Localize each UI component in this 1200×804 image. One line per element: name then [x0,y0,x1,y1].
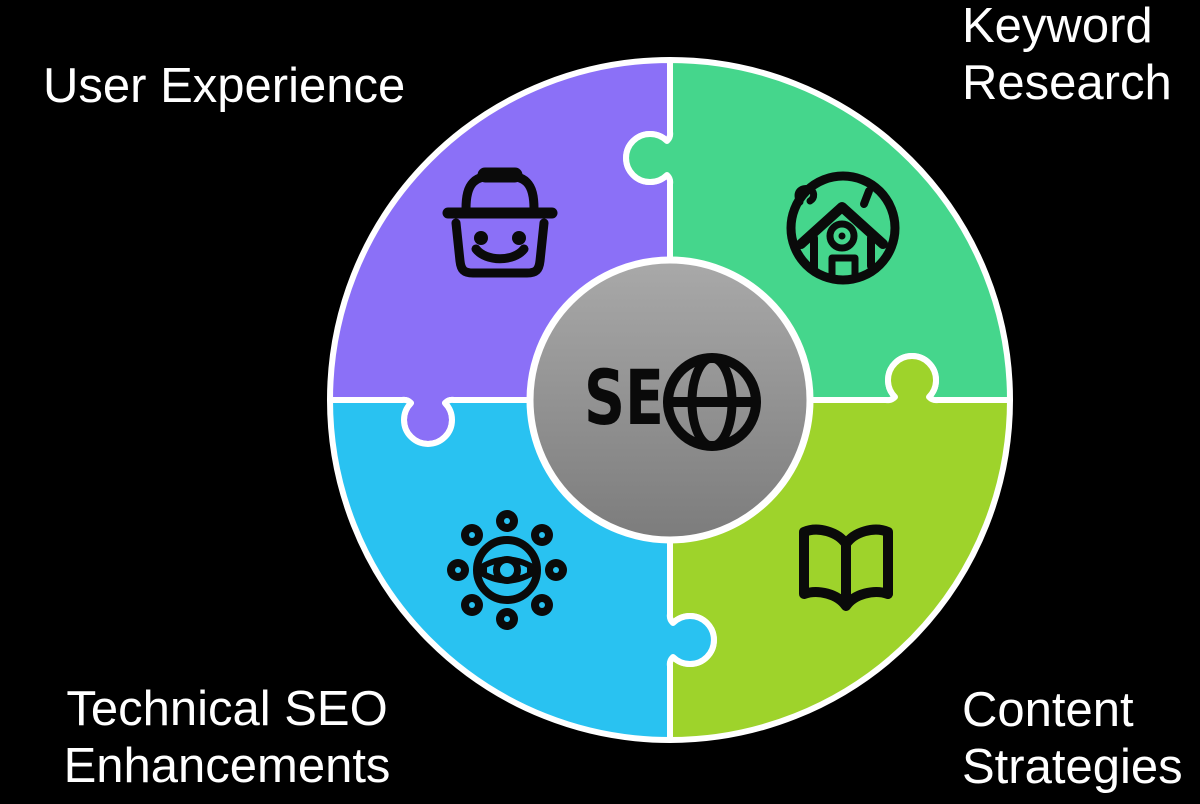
seo-text: SE [584,353,664,442]
label-content-strategies-line1: Content [962,683,1134,737]
label-content-strategies: Content Strategies [962,682,1183,796]
label-content-strategies-line2: Strategies [962,740,1183,794]
satellite-nodes [447,510,567,630]
label-technical-seo-line1: Technical SEO [66,682,388,736]
label-keyword-research: Keyword Research [962,0,1172,112]
segment-technical-seo [327,396,717,743]
open-book-icon [799,524,893,611]
house-globe-icon [786,171,900,285]
globe-icon [663,353,761,451]
label-user-experience: User Experience [43,59,406,113]
label-keyword-research-line2: Research [962,56,1172,110]
label-technical-seo: Technical SEO Enhancements [57,681,397,795]
label-technical-seo-line2: Enhancements [63,739,391,793]
smiling-basket-icon [442,167,558,278]
eye-network-icon [447,510,567,630]
label-keyword-research-line1: Keyword [962,0,1153,53]
